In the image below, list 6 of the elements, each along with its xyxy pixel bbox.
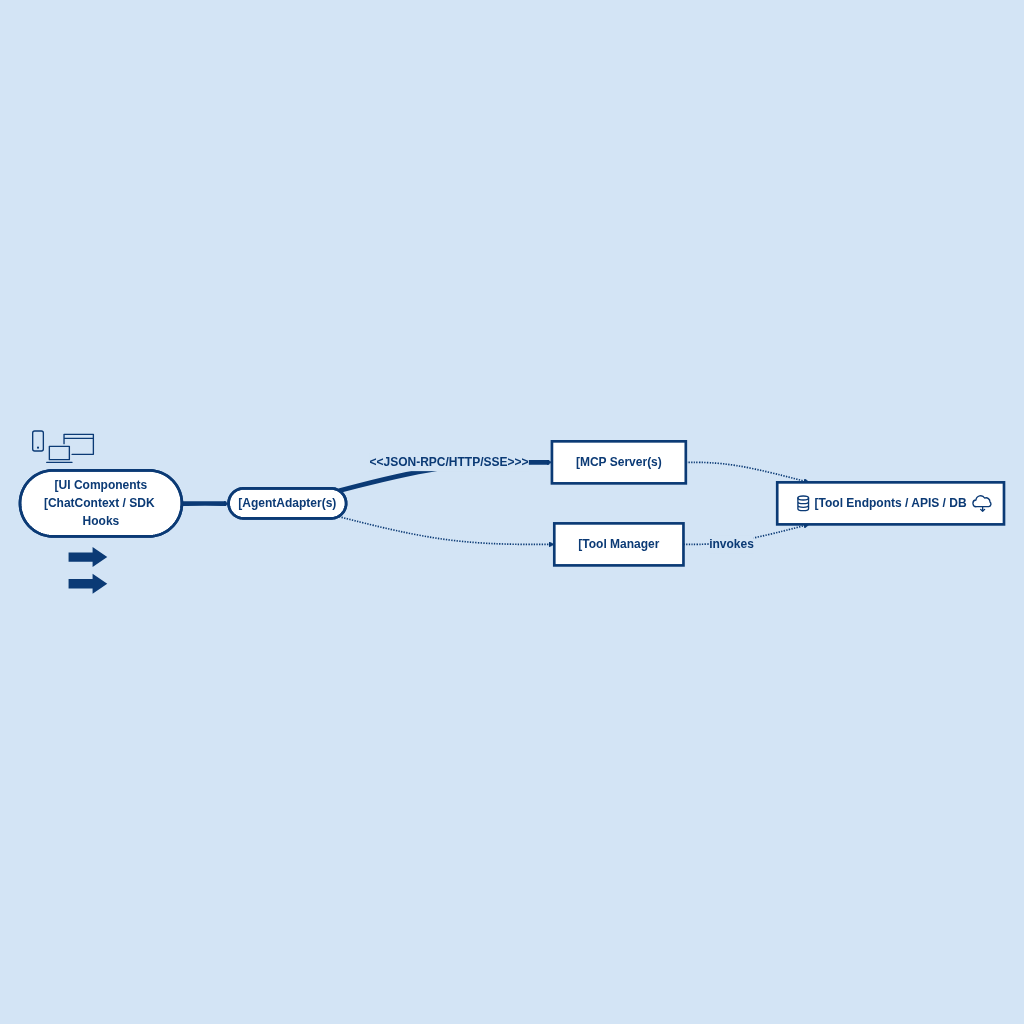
- edge-label: <<JSON-RPC/HTTP/SSE>>>: [369, 454, 529, 469]
- node-box: [Tool Manager: [552, 521, 685, 567]
- edge-label: invokes: [709, 537, 754, 551]
- node-box: [Tool Endponts / APIS / DB: [775, 480, 1006, 526]
- arrow: [338, 515, 555, 547]
- node-box: [MCP Server(s): [550, 439, 688, 485]
